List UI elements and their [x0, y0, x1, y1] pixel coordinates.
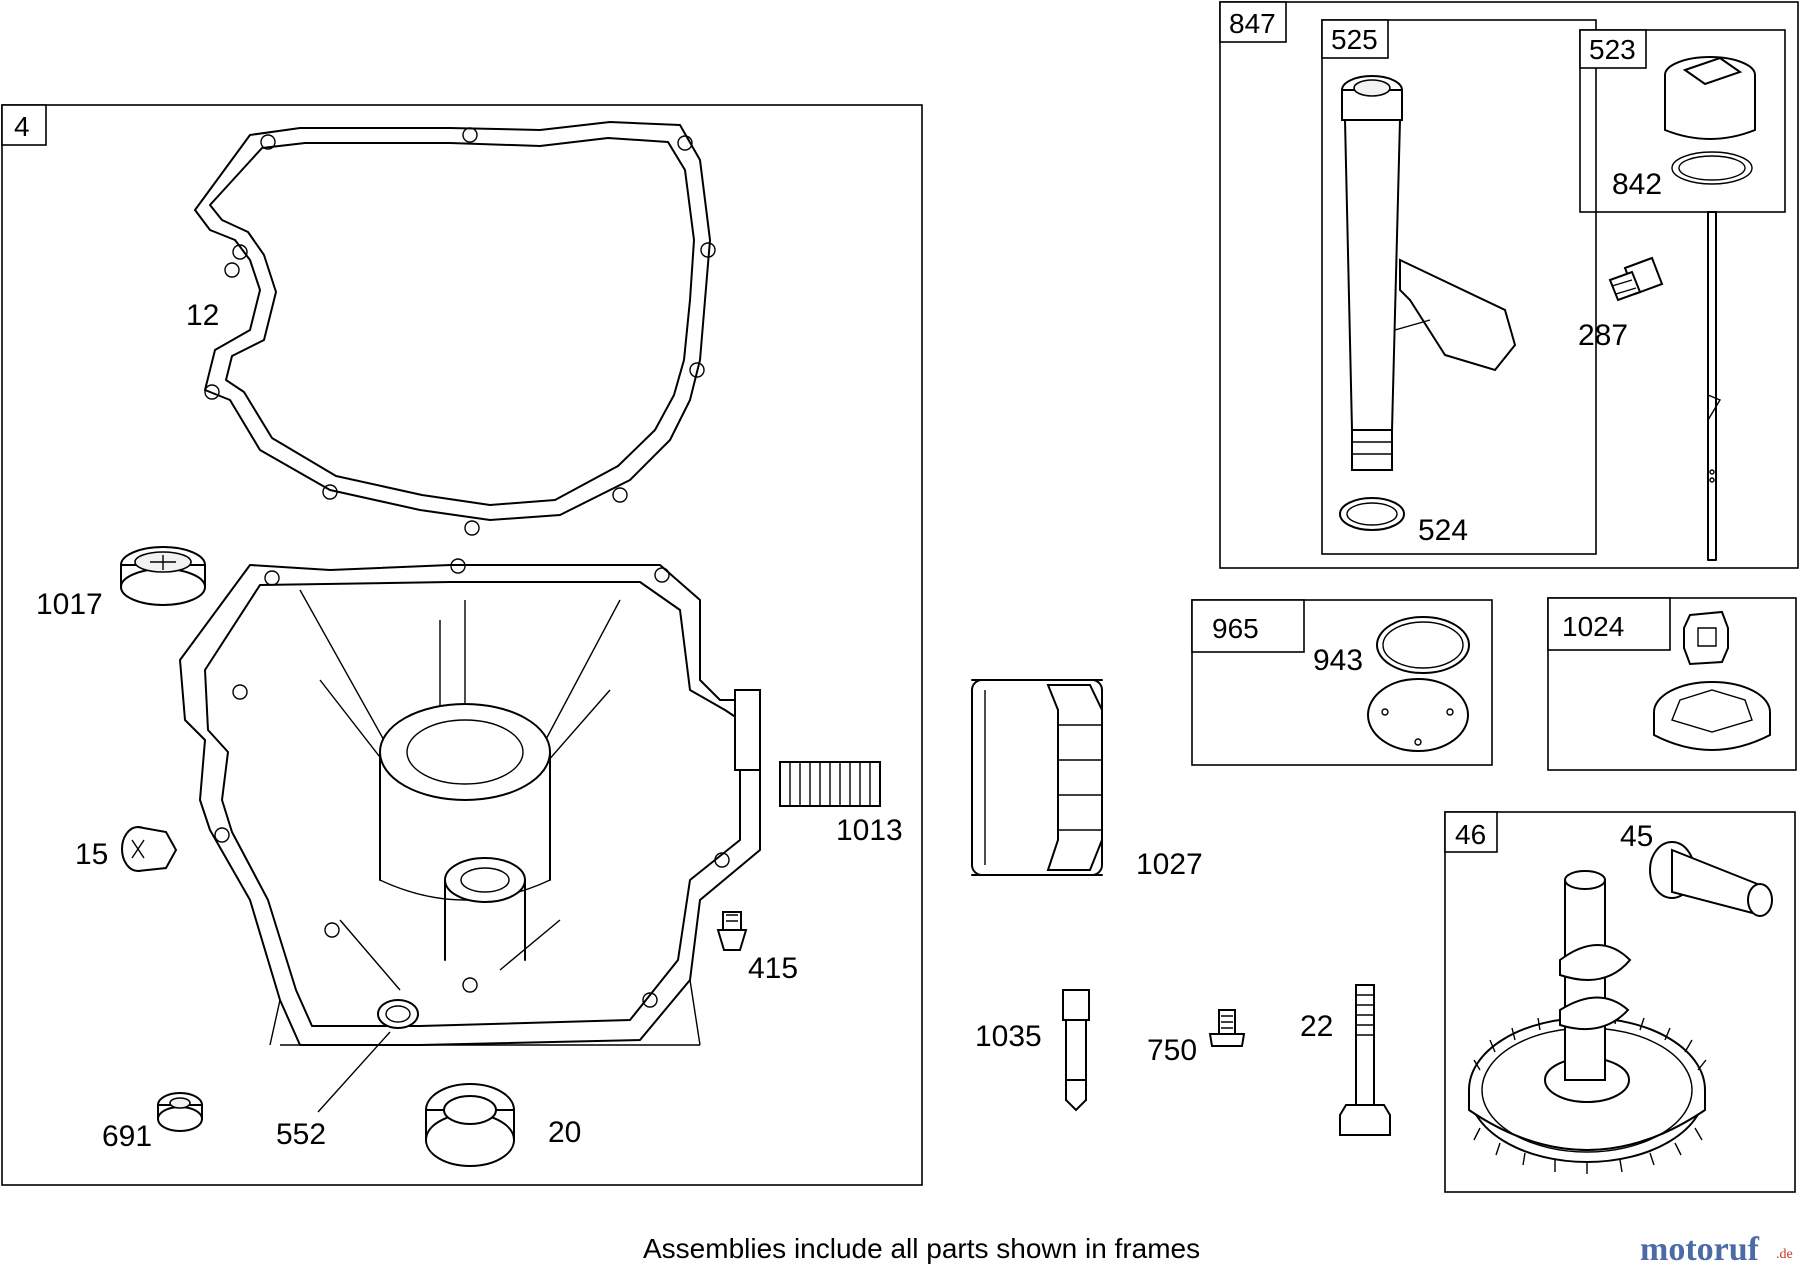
frame-4: 4 — [1, 104, 923, 1186]
frame-46: 46 — [1444, 811, 1796, 1193]
part-label-12: 12 — [186, 299, 219, 332]
part-label-691: 691 — [102, 1120, 152, 1153]
part-label-45: 45 — [1620, 820, 1653, 853]
oil-pump-rotor — [1653, 610, 1771, 751]
frame-525: 525 — [1321, 19, 1597, 555]
camshaft-gear — [1468, 870, 1707, 1174]
part-label-943: 943 — [1313, 644, 1363, 677]
bolt-22 — [1339, 984, 1391, 1136]
footer-note: Assemblies include all parts shown in fr… — [643, 1233, 1200, 1264]
frame-label-847: 847 — [1229, 8, 1276, 39]
part-label-842: 842 — [1612, 168, 1662, 201]
frame-label-525: 525 — [1331, 24, 1378, 55]
part-label-1013: 1013 — [836, 814, 903, 847]
part-label-287: 287 — [1578, 319, 1628, 352]
watermark-suffix: .de — [1776, 1247, 1793, 1262]
frame-label-1024: 1024 — [1562, 611, 1624, 642]
part-label-552: 552 — [276, 1118, 326, 1151]
breather-1017 — [120, 546, 206, 606]
part-label-20: 20 — [548, 1116, 581, 1149]
seal-20 — [425, 1083, 515, 1167]
gasket-943 — [1367, 616, 1470, 752]
frame-label-523: 523 — [1589, 34, 1636, 65]
part-label-415: 415 — [748, 952, 798, 985]
frame-label-46: 46 — [1455, 819, 1486, 850]
oil-filter-1027 — [971, 679, 1103, 876]
part-label-1027: 1027 — [1136, 848, 1203, 881]
frame-523: 523 — [1579, 29, 1786, 213]
gasket-12 — [194, 121, 716, 536]
o-ring-524 — [1339, 497, 1405, 531]
frame-label-965: 965 — [1212, 613, 1259, 644]
spacer-691 — [157, 1092, 203, 1132]
frame-1024: 1024 — [1547, 597, 1797, 771]
nipple-1013 — [779, 761, 881, 807]
part-label-1017: 1017 — [36, 588, 103, 621]
part-label-1035: 1035 — [975, 1020, 1042, 1053]
tappet-45 — [1649, 841, 1773, 917]
leader-552 — [317, 1031, 391, 1113]
part-label-524: 524 — [1418, 514, 1468, 547]
bolt-415 — [716, 911, 748, 951]
dipstick-cap-523 — [1664, 56, 1756, 185]
plug-15 — [121, 826, 178, 872]
watermark-brand: motoruf — [1640, 1231, 1760, 1268]
screw-750 — [1208, 1009, 1246, 1047]
sump-cover — [179, 558, 761, 1046]
frame-label-4: 4 — [14, 111, 30, 142]
pin-1035 — [1062, 989, 1090, 1112]
part-label-15: 15 — [75, 838, 108, 871]
frame-847: 847 — [1219, 1, 1799, 569]
part-label-22: 22 — [1300, 1010, 1333, 1043]
dipstick-tube-525 — [1341, 75, 1517, 471]
watermark-logo: motoruf .de — [1640, 1231, 1793, 1268]
frame-965: 965 — [1191, 599, 1493, 766]
dipstick-blade — [1707, 211, 1722, 561]
part-label-750: 750 — [1147, 1034, 1197, 1067]
screw-287 — [1608, 256, 1664, 302]
